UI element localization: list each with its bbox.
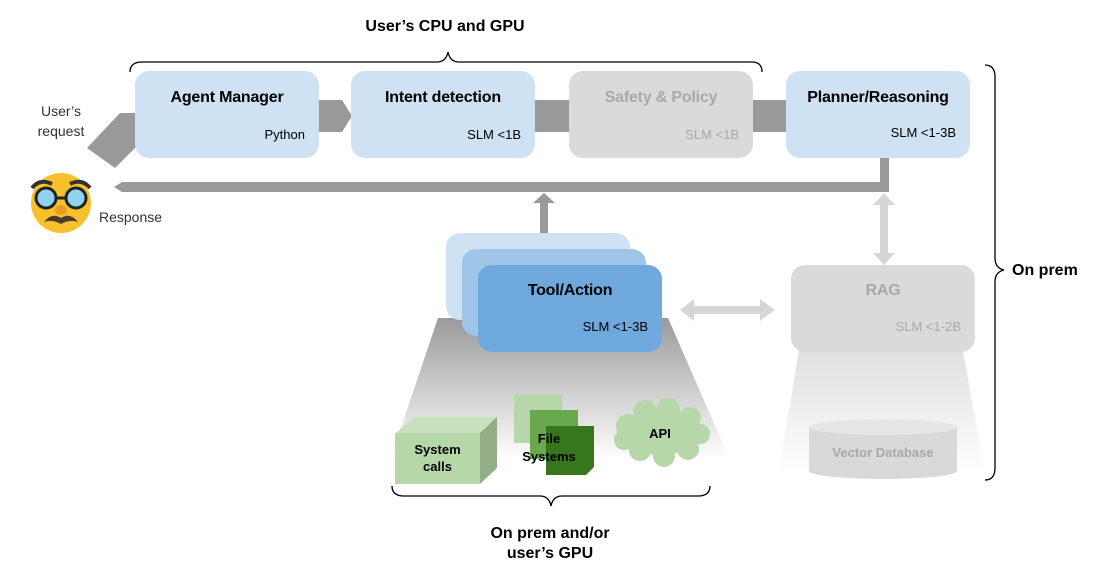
disguised-face-icon (30, 173, 92, 233)
tool-bus-arrow (533, 193, 555, 248)
tool-action-box[interactable]: Tool/Action SLM <1-3B (478, 265, 662, 352)
rag-box[interactable]: RAG SLM <1-2B (791, 265, 975, 352)
intent-detection-title: Intent detection (385, 89, 501, 106)
intent-detection-sub: SLM <1B (467, 127, 521, 142)
safety-policy-title: Safety & Policy (604, 89, 718, 106)
group-label-on-prem-or-gpu: On prem and/or user’s GPU (440, 525, 660, 563)
system-calls-label: System calls (395, 441, 480, 475)
rag-title: RAG (865, 282, 901, 299)
file-systems-icon (514, 394, 594, 475)
tool-rag-arrow (680, 299, 775, 321)
vector-database-icon (809, 419, 957, 479)
tool-action-sub: SLM <1-3B (582, 319, 648, 334)
connector-agent-intent (318, 100, 352, 132)
group-label-on-prem: On prem (1012, 262, 1078, 279)
safety-policy-box[interactable]: Safety & Policy SLM <1B (569, 71, 753, 158)
right-brace (984, 64, 1005, 481)
response-label: Response (99, 209, 163, 225)
top-brace (129, 51, 763, 73)
planner-reasoning-box[interactable]: Planner/Reasoning SLM <1-3B (786, 71, 970, 158)
connector-intent-safety (534, 100, 570, 132)
rag-sub: SLM <1-2B (895, 319, 961, 334)
user-request-label: User’s request (36, 101, 86, 141)
agent-manager-sub: Python (264, 127, 305, 142)
file-systems-label: File Systems (510, 430, 588, 466)
user-request-line-2: request (37, 123, 85, 139)
planner-reasoning-title: Planner/Reasoning (807, 89, 949, 106)
agent-manager-title: Agent Manager (170, 89, 284, 106)
safety-policy-sub: SLM <1B (685, 127, 739, 142)
bottom-brace (391, 485, 711, 507)
rag-bus-arrow (873, 193, 895, 265)
system-calls-line-1: System (414, 442, 461, 457)
file-systems-line-2: Systems (522, 449, 576, 464)
request-arrow (87, 113, 148, 168)
file-systems-line-1: File (537, 431, 561, 446)
intent-detection-box[interactable]: Intent detection SLM <1B (351, 71, 535, 158)
tool-action-title: Tool/Action (527, 282, 613, 299)
response-arrow (114, 146, 889, 192)
system-calls-cube-icon (395, 417, 497, 484)
vector-database-label: Vector Database (832, 445, 934, 460)
planner-reasoning-sub: SLM <1-3B (890, 125, 956, 140)
api-cloud-icon (614, 398, 710, 467)
system-calls-line-2: calls (423, 459, 452, 474)
group-label-line-2: user’s GPU (506, 545, 594, 562)
agent-manager-box[interactable]: Agent Manager Python (135, 71, 319, 158)
group-label-line-1: On prem and/or (490, 525, 610, 542)
group-label-users-cpu-gpu: User’s CPU and GPU (365, 18, 525, 35)
api-label: API (649, 426, 671, 441)
user-request-line-1: User’s (41, 103, 81, 119)
